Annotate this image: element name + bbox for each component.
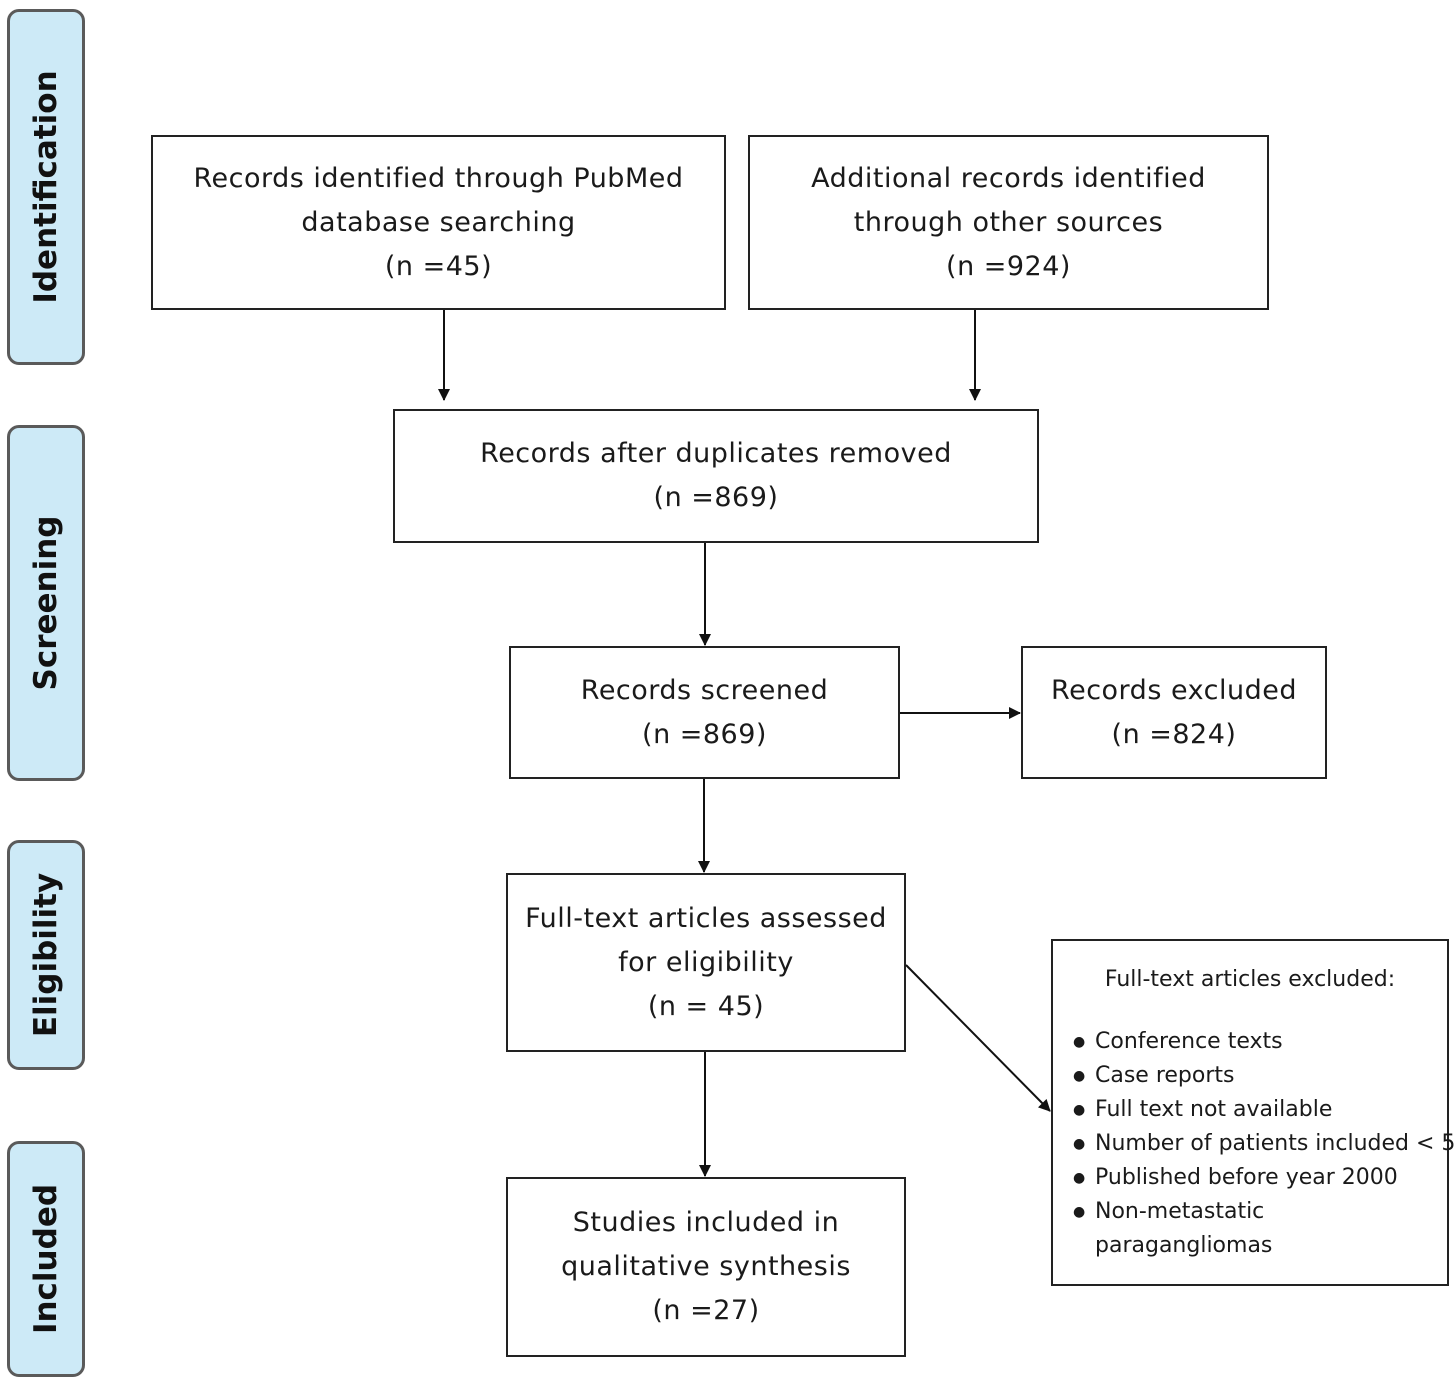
exclusion-reasons-list: Conference texts Case reports Full text … (1073, 1025, 1455, 1263)
studies-included-box: Studies included in qualitative synthesi… (506, 1177, 906, 1357)
exclusion-reason: Case reports (1073, 1059, 1455, 1093)
full-text-excluded-heading: Full-text articles excluded: (1104, 967, 1396, 992)
phase-eligibility: Eligibility (7, 840, 85, 1070)
exclusion-reason: Non-metastatic (1073, 1195, 1455, 1229)
full-text-assessed-box: Full-text articles assessed for eligibil… (506, 873, 906, 1052)
exclusion-reason-continued: paragangliomas (1095, 1233, 1273, 1258)
records-screened-box: Records screened (n =869) (509, 646, 900, 779)
studies-included-count: (n =27) (652, 1295, 760, 1326)
pubmed-line2: database searching (301, 206, 576, 238)
exclusion-reason: Full text not available (1073, 1093, 1455, 1127)
exclusion-reason: Published before year 2000 (1073, 1161, 1455, 1195)
duplicates-removed-count: (n =869) (653, 482, 779, 513)
other-sources-line1: Additional records identified (811, 162, 1206, 194)
studies-included-line1: Studies included in (572, 1207, 840, 1238)
other-sources-box: Additional records identified through ot… (748, 135, 1269, 310)
phase-included: Included (7, 1141, 85, 1377)
arrow-fulltext-to-excluded (905, 964, 1051, 1112)
studies-included-line2: qualitative synthesis (561, 1251, 851, 1282)
duplicates-removed-box: Records after duplicates removed (n =869… (393, 409, 1039, 543)
exclusion-reason: Number of patients included < 5 (1073, 1127, 1455, 1161)
full-text-excluded-box: Full-text articles excluded: Conference … (1051, 939, 1455, 1286)
records-excluded-box: Records excluded (n =824) (1021, 646, 1327, 779)
pubmed-count: (n =45) (384, 250, 493, 282)
full-text-count: (n = 45) (647, 990, 765, 1022)
phase-screening: Screening (7, 425, 85, 781)
duplicates-removed-line1: Records after duplicates removed (480, 438, 952, 469)
records-excluded-count: (n =824) (1111, 718, 1237, 750)
pubmed-line1: Records identified through PubMed (193, 162, 684, 194)
records-excluded-line1: Records excluded (1051, 674, 1297, 706)
full-text-line2: for eligibility (618, 946, 794, 978)
records-screened-count: (n =869) (642, 718, 767, 750)
records-screened-line1: Records screened (580, 674, 829, 706)
other-sources-count: (n =924) (946, 250, 1071, 282)
full-text-line1: Full-text articles assessed (525, 902, 887, 934)
phase-identification: Identification (7, 9, 85, 365)
other-sources-line2: through other sources (853, 206, 1164, 238)
exclusion-reason: Conference texts (1073, 1025, 1455, 1059)
pubmed-records-box: Records identified through PubMed databa… (151, 135, 726, 310)
